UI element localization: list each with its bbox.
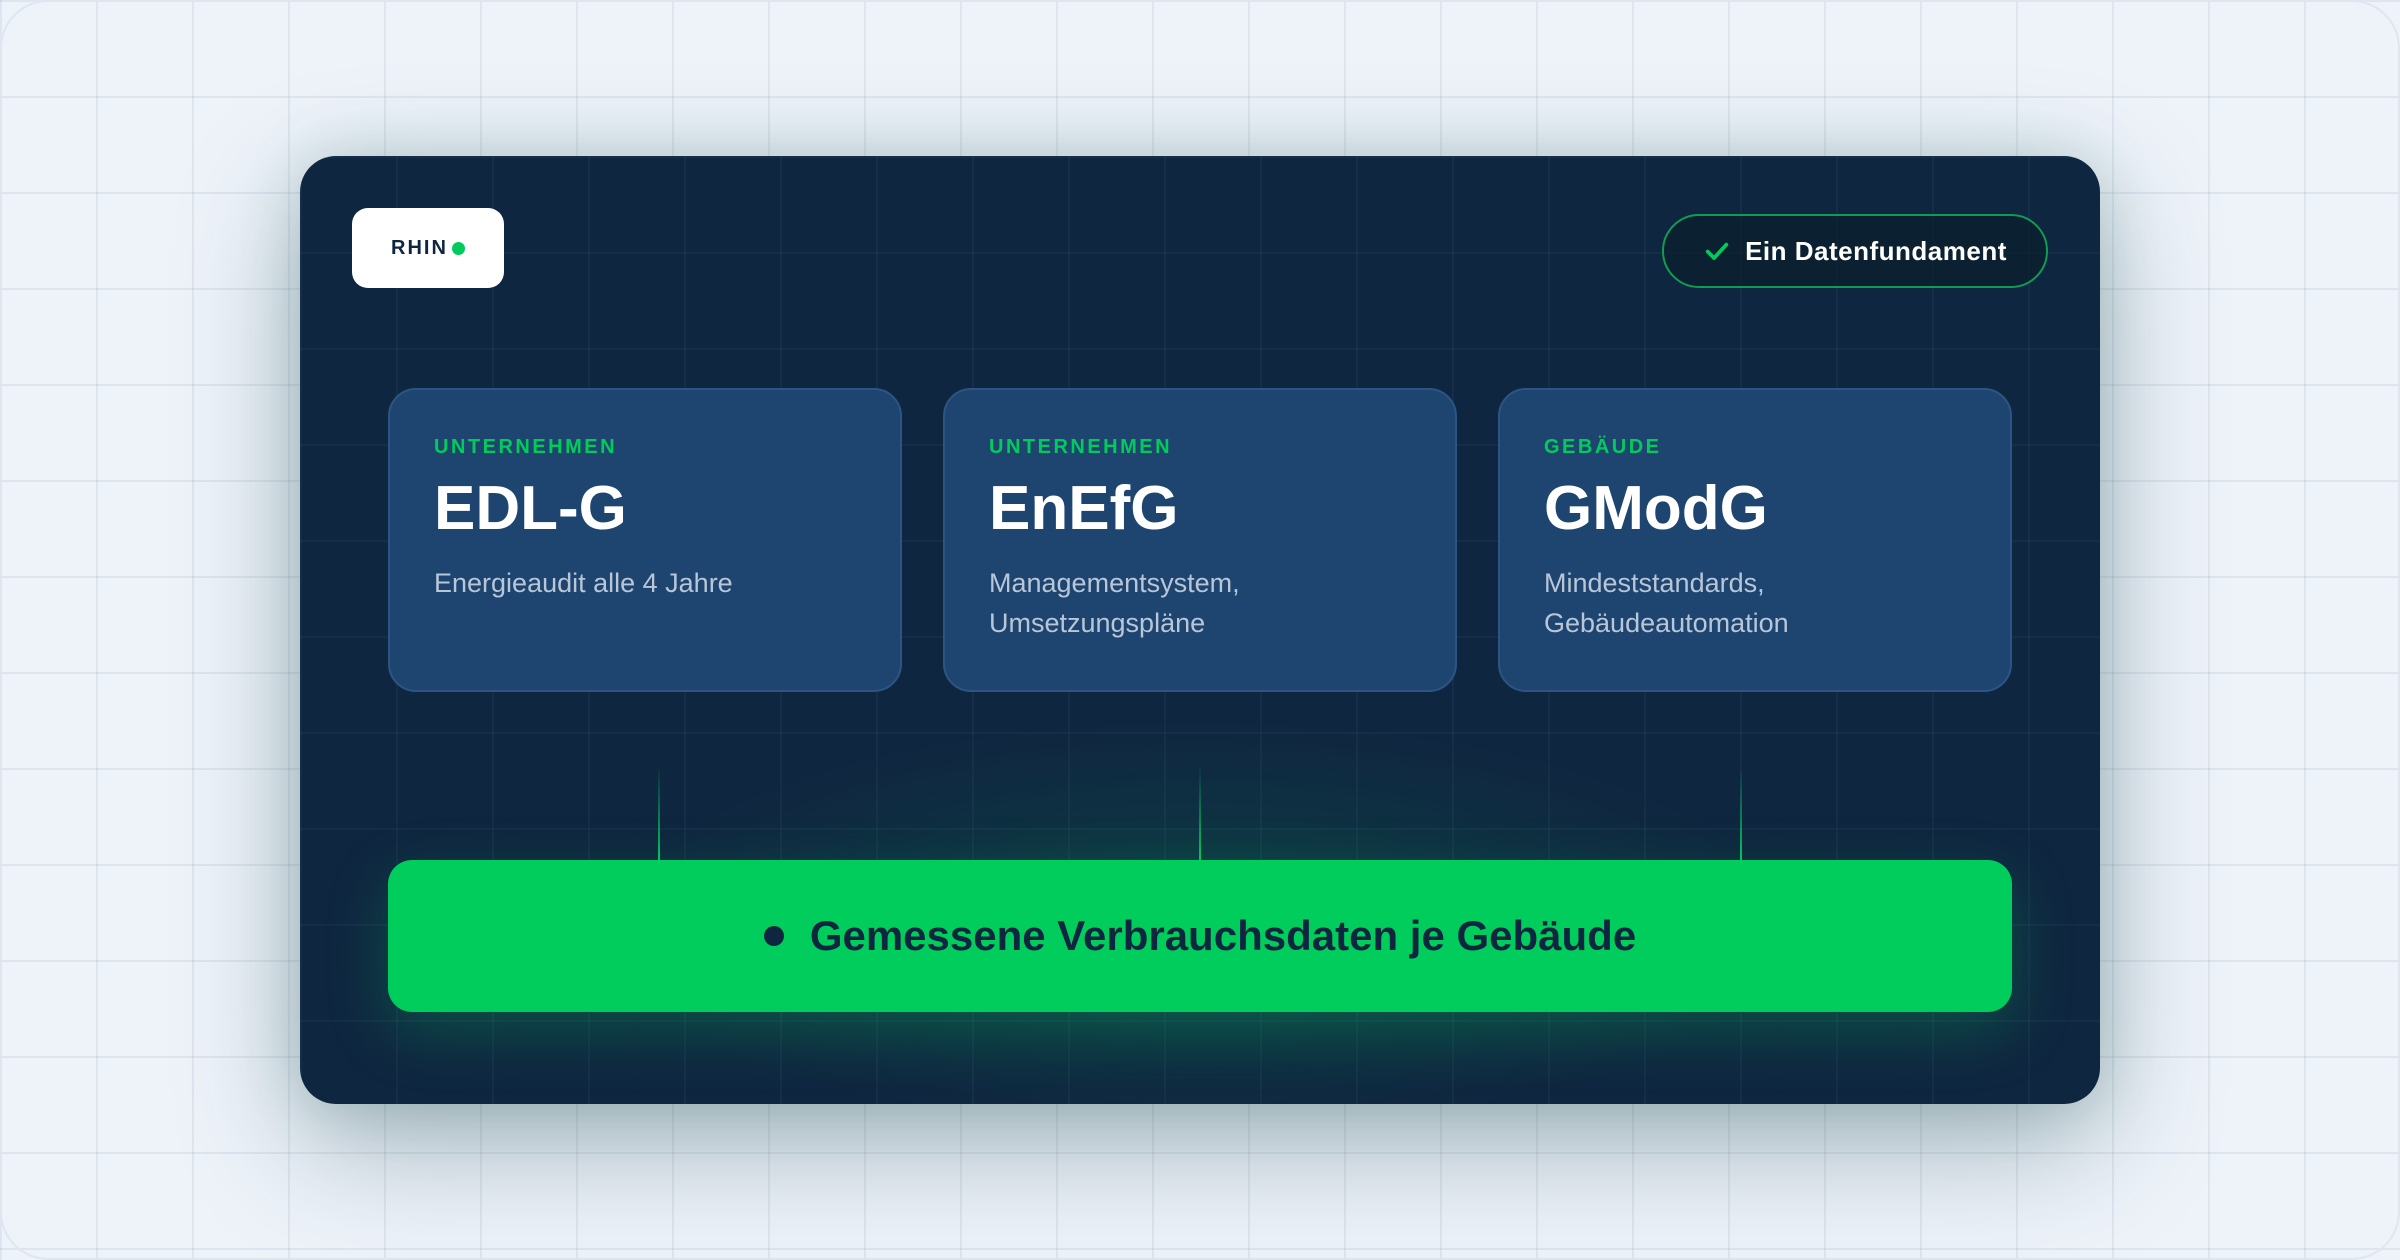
card-description: Energieaudit alle 4 Jahre [434,568,733,599]
card-title: EnEfG [989,474,1179,543]
card-title: EDL-G [434,474,627,543]
data-foundation-bar: Gemessene Verbrauchsdaten je Gebäude [388,860,2012,1012]
badge-label: Ein Datenfundament [1745,235,2007,266]
card-category: UNTERNEHMEN [434,436,618,458]
card-title: GModG [1544,474,1768,543]
connector-line [1199,766,1201,862]
foundation-label: Gemessene Verbrauchsdaten je Gebäude [809,912,1637,959]
connector-line [1740,766,1742,862]
logo-text: RHIN [391,236,448,259]
main-panel: RHIN Ein Datenfundament UNTERNEHMEN EDL-… [300,156,2100,1104]
card-category: GEBÄUDE [1544,436,1662,458]
logo-dot-icon [451,241,465,255]
card-description: Mindeststandards, Gebäudeautomation [1544,568,1789,639]
card-edl-g: UNTERNEHMEN EDL-G Energieaudit alle 4 Ja… [388,388,902,692]
connector-line [658,766,660,862]
card-category: UNTERNEHMEN [989,436,1173,458]
logo: RHIN [352,208,504,288]
bullet-icon [763,926,784,946]
status-badge: Ein Datenfundament [1662,214,2048,288]
check-icon [1705,242,1729,260]
card-description: Managementsystem, Umsetzungspläne [989,568,1240,639]
card-enefg: UNTERNEHMEN EnEfG Managementsystem, Umse… [943,388,1457,692]
card-gmodg: GEBÄUDE GModG Mindeststandards, Gebäudea… [1498,388,2012,692]
